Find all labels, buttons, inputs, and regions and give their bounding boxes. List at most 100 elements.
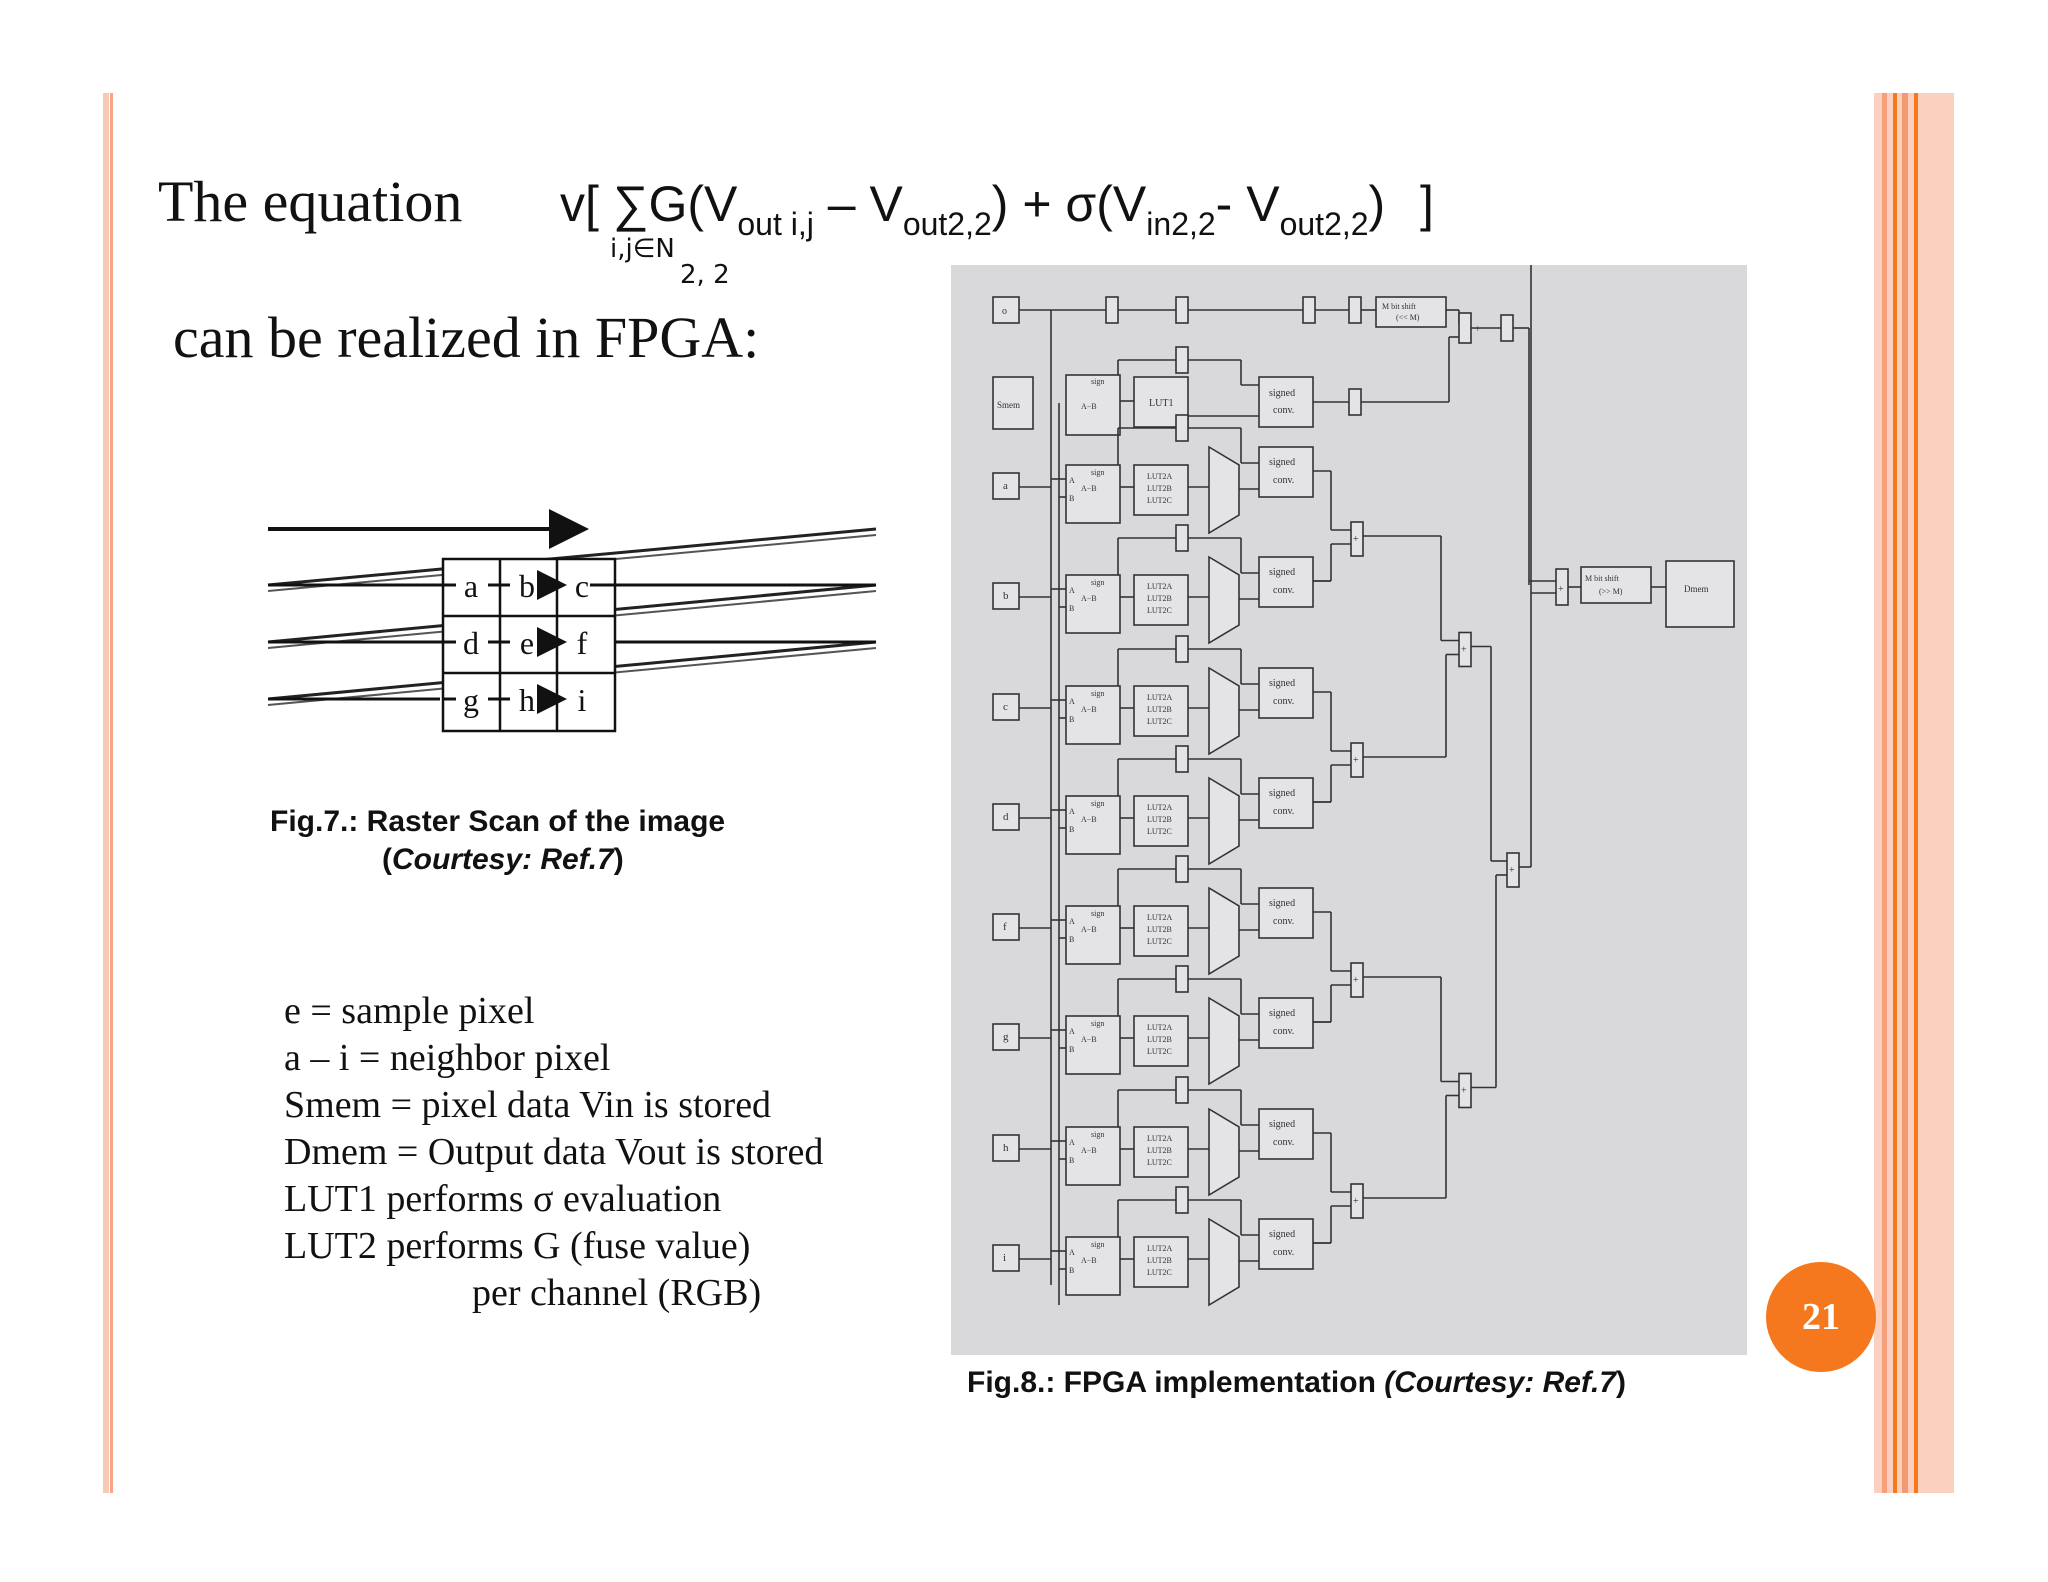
row-7-input-label: h bbox=[1003, 1142, 1009, 1154]
row-6-lut2b: LUT2B bbox=[1147, 1035, 1172, 1044]
row-2-lut2a: LUT2A bbox=[1147, 582, 1173, 591]
row-3-lut2a: LUT2A bbox=[1147, 693, 1173, 702]
smem-label: Smem bbox=[997, 400, 1020, 410]
adder-l3-plus: + bbox=[1509, 865, 1515, 876]
eq-sub-in22: in2,2 bbox=[1146, 206, 1216, 242]
row-2-signed-label: signed bbox=[1269, 567, 1295, 578]
cell-a: a bbox=[464, 568, 478, 604]
row-7-input-box bbox=[992, 1134, 1020, 1162]
row-7-conv-label: conv. bbox=[1273, 1137, 1294, 1148]
row-7-b-label: B bbox=[1069, 1156, 1074, 1165]
row-8-subtractor bbox=[1065, 1236, 1121, 1296]
right-border-line-3 bbox=[1902, 93, 1908, 1493]
row-8-lut2b: LUT2B bbox=[1147, 1256, 1172, 1265]
row-1-lut2c: LUT2C bbox=[1147, 496, 1172, 505]
row-7-sign-register bbox=[1175, 1076, 1189, 1104]
row-1-lut2 bbox=[1133, 464, 1189, 516]
row-5-mux bbox=[1208, 886, 1240, 976]
row-6-mux bbox=[1208, 996, 1240, 1086]
row-3-conv-label: conv. bbox=[1273, 696, 1294, 707]
mshift-right-line1: M bit shift bbox=[1585, 574, 1620, 583]
eq-plus-sigma: ) + σ(V bbox=[991, 176, 1147, 232]
row-5-lut2a: LUT2A bbox=[1147, 913, 1173, 922]
row-2-subtractor bbox=[1065, 574, 1121, 634]
row-8-mux bbox=[1208, 1217, 1240, 1307]
row-6-lut2 bbox=[1133, 1015, 1189, 1067]
row-3-input-label: c bbox=[1003, 701, 1008, 713]
fig7-caption-italic: Courtesy: Ref.7 bbox=[392, 843, 614, 876]
row-4-subtractor bbox=[1065, 795, 1121, 855]
row-5-conv-label: conv. bbox=[1273, 916, 1294, 927]
row-2-a-label: A bbox=[1069, 586, 1075, 595]
legend: e = sample pixel a – i = neighbor pixel … bbox=[284, 988, 823, 1317]
row-6-a-minus-b: A−B bbox=[1081, 1035, 1097, 1044]
row-6-b-label: B bbox=[1069, 1045, 1074, 1054]
fig8-caption-main: Fig.8.: FPGA implementation bbox=[967, 1366, 1385, 1399]
cell-b: b bbox=[519, 568, 535, 604]
row-8-signed-label: signed bbox=[1269, 1229, 1295, 1240]
eq-sum: ∑ bbox=[612, 176, 649, 232]
row-1-signed-conv bbox=[1258, 446, 1314, 498]
dmem-label: Dmem bbox=[1684, 584, 1709, 594]
heading-part1: The equation bbox=[158, 169, 463, 234]
row-6-sign-register bbox=[1175, 965, 1189, 993]
row-4-a-minus-b: A−B bbox=[1081, 815, 1097, 824]
row-5-lut2c: LUT2C bbox=[1147, 937, 1172, 946]
cell-h: h bbox=[519, 682, 535, 718]
row-4-b-label: B bbox=[1069, 825, 1074, 834]
row-8-lut2 bbox=[1133, 1236, 1189, 1288]
row-8-input-label: i bbox=[1003, 1252, 1006, 1264]
adder-l1-2-plus: + bbox=[1353, 755, 1359, 766]
row-8-signed-conv bbox=[1258, 1218, 1314, 1270]
row-2-a-minus-b: A−B bbox=[1081, 594, 1097, 603]
row-2-input-label: b bbox=[1003, 590, 1009, 602]
row-5-lut2b: LUT2B bbox=[1147, 925, 1172, 934]
row-2-b-label: B bbox=[1069, 604, 1074, 613]
left-border-inner bbox=[110, 93, 113, 1493]
heading-part2: can be realized in FPGA: bbox=[173, 305, 760, 370]
row-5-sign-label: sign bbox=[1091, 909, 1104, 918]
row-6-lut2c: LUT2C bbox=[1147, 1047, 1172, 1056]
eq-minus1: – V bbox=[813, 176, 903, 232]
cell-g: g bbox=[463, 682, 479, 718]
row-7-signed-label: signed bbox=[1269, 1119, 1295, 1130]
eq-under-sub: 2, 2 bbox=[680, 260, 730, 290]
row-1-a-minus-b: A−B bbox=[1081, 484, 1097, 493]
right-border-line-1 bbox=[1882, 93, 1887, 1493]
eq-minus2: - V bbox=[1215, 176, 1280, 232]
adder-l3 bbox=[1506, 852, 1520, 888]
smem-conv-label: conv. bbox=[1273, 405, 1294, 416]
fpga-diagram: asignAA−BBLUT2ALUT2BLUT2Csignedconv.bsig… bbox=[951, 265, 1747, 1355]
eq-g-open: G(V bbox=[648, 176, 738, 232]
row-8-b-label: B bbox=[1069, 1266, 1074, 1275]
row-3-sign-label: sign bbox=[1091, 689, 1104, 698]
fig7-caption-line2: (Courtesy: Ref.7) bbox=[382, 843, 624, 877]
legend-line-2: a – i = neighbor pixel bbox=[284, 1037, 611, 1079]
row-3-a-label: A bbox=[1069, 697, 1075, 706]
row-5-lut2 bbox=[1133, 905, 1189, 957]
lut1-label: LUT1 bbox=[1149, 398, 1173, 409]
row-4-sign-label: sign bbox=[1091, 799, 1104, 808]
row-3-signed-conv bbox=[1258, 667, 1314, 719]
smem-sign-label: sign bbox=[1091, 377, 1104, 386]
row-2-sign-label: sign bbox=[1091, 578, 1104, 587]
eq-close: ) bbox=[1368, 176, 1386, 232]
top-adder-plus: + bbox=[1475, 324, 1481, 335]
adder-l1-2 bbox=[1350, 742, 1364, 778]
row-3-input-box bbox=[992, 693, 1020, 721]
row-6-signed-label: signed bbox=[1269, 1008, 1295, 1019]
final-adder-plus: + bbox=[1558, 584, 1564, 595]
row-2-lut2 bbox=[1133, 574, 1189, 626]
row-5-subtractor bbox=[1065, 905, 1121, 965]
row-6-input-label: g bbox=[1003, 1031, 1009, 1043]
row-4-signed-conv bbox=[1258, 777, 1314, 829]
fig7-caption-open: ( bbox=[382, 843, 392, 876]
row-4-signed-label: signed bbox=[1269, 788, 1295, 799]
row-1-lut2a: LUT2A bbox=[1147, 472, 1173, 481]
row-8-sign-register bbox=[1175, 1186, 1189, 1214]
adder-l1-1 bbox=[1350, 521, 1364, 557]
row-5-input-box bbox=[992, 913, 1020, 941]
row-7-a-label: A bbox=[1069, 1138, 1075, 1147]
row-1-lut2b: LUT2B bbox=[1147, 484, 1172, 493]
row-4-a-label: A bbox=[1069, 807, 1075, 816]
